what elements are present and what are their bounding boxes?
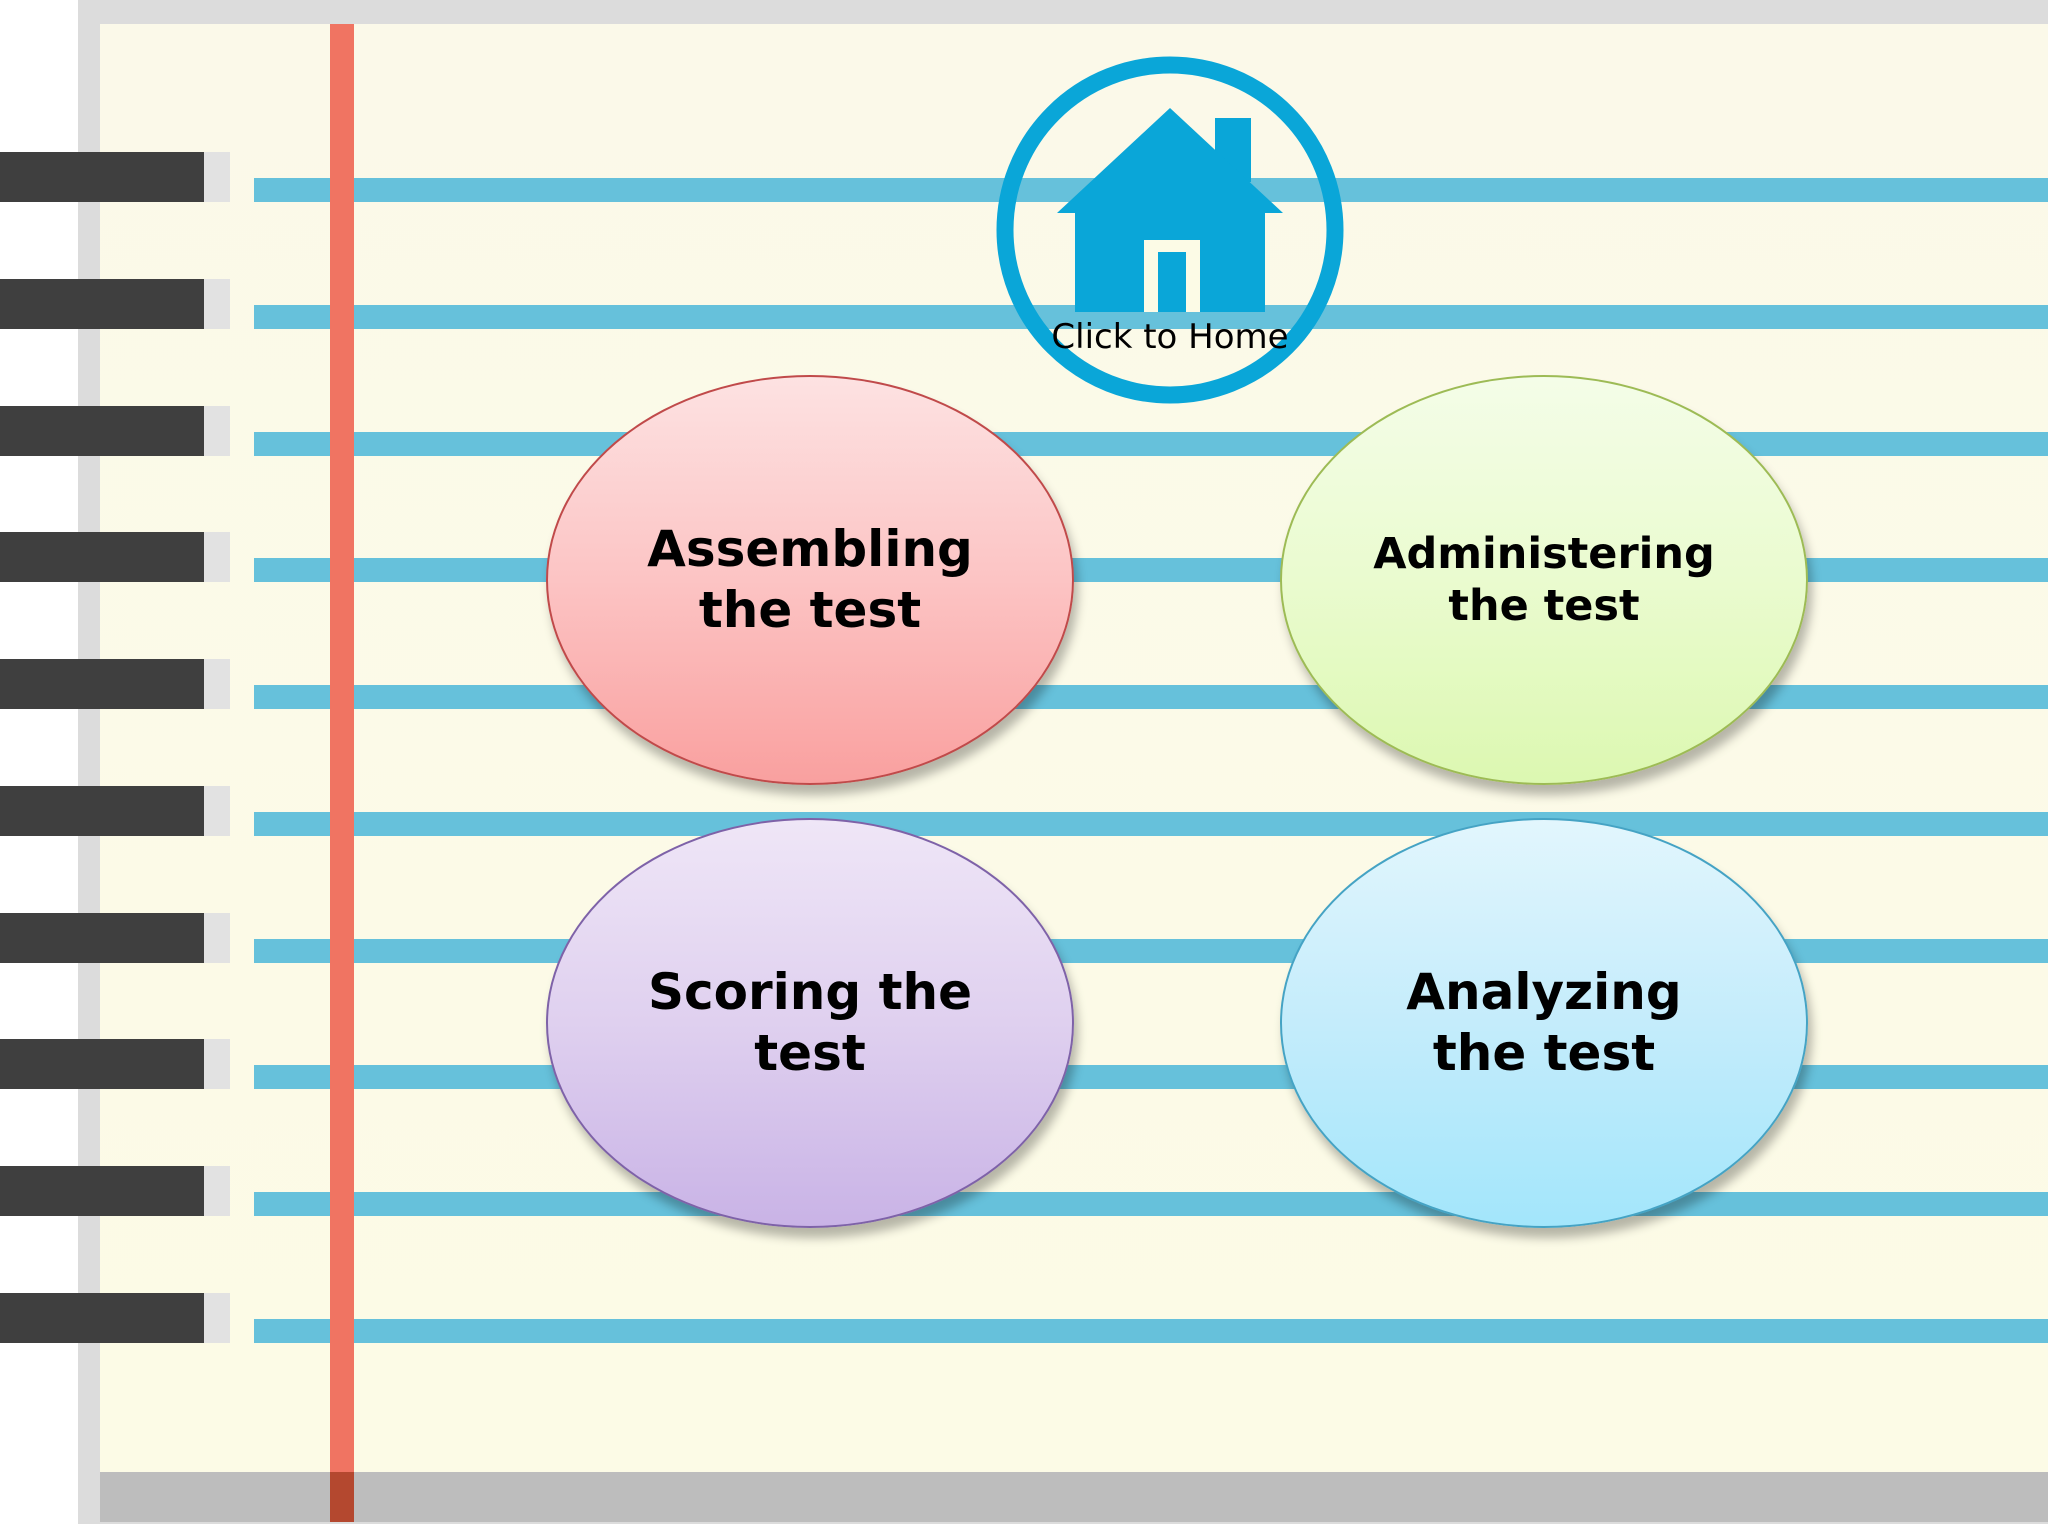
binder-ring-shadow	[204, 1166, 230, 1216]
binder-ring	[0, 532, 204, 582]
topic-assembling-the-test[interactable]: Assembling the test	[546, 375, 1074, 785]
topic-label-line: Scoring the	[648, 963, 972, 1021]
topic-scoring-the-test[interactable]: Scoring the test	[546, 818, 1074, 1228]
binder-ring-shadow	[204, 152, 230, 202]
home-button-label: Click to Home	[1051, 317, 1289, 357]
binder-ring-shadow	[204, 406, 230, 456]
rule-line	[254, 432, 2048, 456]
topic-label: Analyzing the test	[1406, 962, 1681, 1084]
binder-ring-shadow	[204, 532, 230, 582]
binder-ring-shadow	[204, 659, 230, 709]
binder-ring	[0, 913, 204, 963]
rule-line	[254, 685, 2048, 709]
topic-label-line: Administering	[1373, 528, 1715, 579]
topic-label-line: Analyzing	[1406, 963, 1682, 1021]
rule-line	[254, 1192, 2048, 1216]
topic-label-line: the test	[1432, 1024, 1656, 1082]
margin-line	[330, 24, 354, 1522]
notebook-bottom-edge	[100, 1472, 2048, 1522]
topic-label: Administering the test	[1373, 528, 1715, 633]
home-icon	[996, 56, 1344, 404]
binder-ring	[0, 279, 204, 329]
binder-ring-shadow	[204, 913, 230, 963]
binder-ring-shadow	[204, 1039, 230, 1089]
binder-ring	[0, 786, 204, 836]
binder-ring-shadow	[204, 279, 230, 329]
home-button[interactable]: Click to Home	[993, 54, 1347, 408]
binder-ring-shadow	[204, 786, 230, 836]
margin-line-end	[330, 1472, 354, 1522]
topic-administering-the-test[interactable]: Administering the test	[1280, 375, 1808, 785]
binder-ring	[0, 406, 204, 456]
rule-line	[254, 812, 2048, 836]
topic-analyzing-the-test[interactable]: Analyzing the test	[1280, 818, 1808, 1228]
topic-label: Scoring the test	[648, 962, 972, 1084]
topic-label: Assembling the test	[647, 519, 973, 641]
binder-ring-shadow	[204, 1293, 230, 1343]
rule-line	[254, 1319, 2048, 1343]
topic-label-line: the test	[698, 581, 922, 639]
topic-label-line: test	[754, 1024, 866, 1082]
binder-ring	[0, 1166, 204, 1216]
binder-ring	[0, 1039, 204, 1089]
topic-label-line: Assembling	[647, 520, 973, 578]
topic-label-line: the test	[1448, 581, 1640, 631]
binder-ring	[0, 1293, 204, 1343]
binder-ring	[0, 152, 204, 202]
binder-ring	[0, 659, 204, 709]
notebook-paper	[100, 24, 2048, 1472]
